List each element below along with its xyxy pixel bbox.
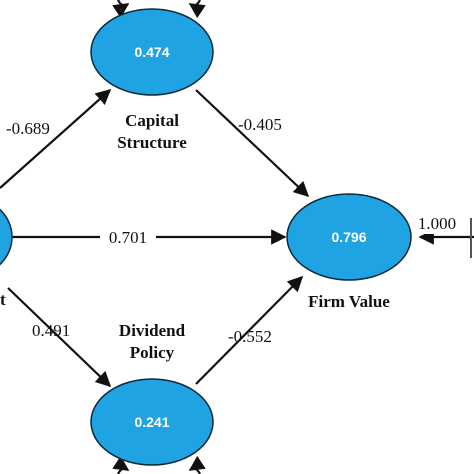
dividend-policy-value: 0.241	[134, 414, 169, 430]
firm-value-label: Firm Value	[308, 292, 390, 311]
path-left-to-capital: -0.689	[6, 119, 50, 138]
capital-structure-top-curve	[112, 0, 130, 19]
edge-dividend-to-firm	[195, 275, 304, 385]
capital-structure-top-curve-right	[188, 0, 206, 19]
path-dividend-to-firm: -0.552	[228, 327, 272, 346]
dividend-policy-label-line1: Dividend	[119, 321, 186, 340]
path-capital-to-firm: -0.405	[238, 115, 282, 134]
path-indicator-to-firm: 1.000	[418, 214, 456, 233]
capital-structure-node	[90, 8, 214, 96]
left-construct-node	[0, 208, 13, 266]
dividend-policy-bottom-curve-right	[188, 455, 206, 474]
capital-structure-label-line1: Capital	[125, 111, 179, 130]
firm-value-node	[286, 193, 412, 281]
capital-structure-label-line2: Structure	[117, 133, 187, 152]
edge-left-to-dividend	[7, 287, 112, 388]
firm-value-value: 0.796	[331, 229, 366, 245]
path-indicator-to-firm-bg	[413, 212, 463, 234]
edge-capital-to-firm	[195, 89, 310, 198]
path-left-to-dividend: 0.491	[32, 321, 70, 340]
dividend-policy-label-line2: Policy	[130, 343, 175, 362]
dividend-policy-bottom-curve	[112, 455, 130, 474]
path-left-to-firm: 0.701	[109, 228, 147, 247]
left-construct-label: t	[0, 290, 6, 309]
path-left-to-firm-bg	[100, 225, 156, 249]
capital-structure-value: 0.474	[134, 44, 169, 60]
edge-left-to-capital	[0, 88, 112, 189]
dividend-policy-node	[90, 378, 214, 466]
